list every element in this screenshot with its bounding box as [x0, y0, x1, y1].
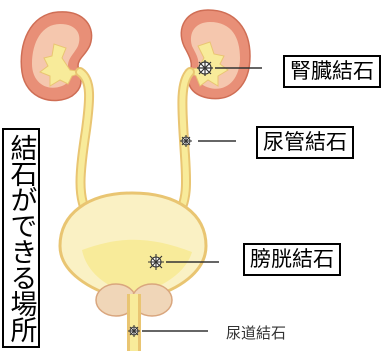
ureter-stone-label: 尿管結石 [256, 126, 354, 159]
urethra [127, 294, 141, 351]
title-box: 結石ができる場所 [2, 128, 40, 348]
left-kidney [21, 12, 91, 101]
urethra-stone-label: 尿道結石 [226, 322, 286, 343]
kidney-stone-label: 腎臓結石 [283, 55, 381, 88]
bladder-stone-icon [148, 254, 164, 270]
bladder [60, 193, 206, 298]
bladder-stone-label: 膀胱結石 [243, 243, 341, 276]
diagram-title: 結石ができる場所 [8, 134, 35, 342]
right-kidney [181, 10, 250, 99]
kidney-stone-icon [197, 60, 213, 76]
